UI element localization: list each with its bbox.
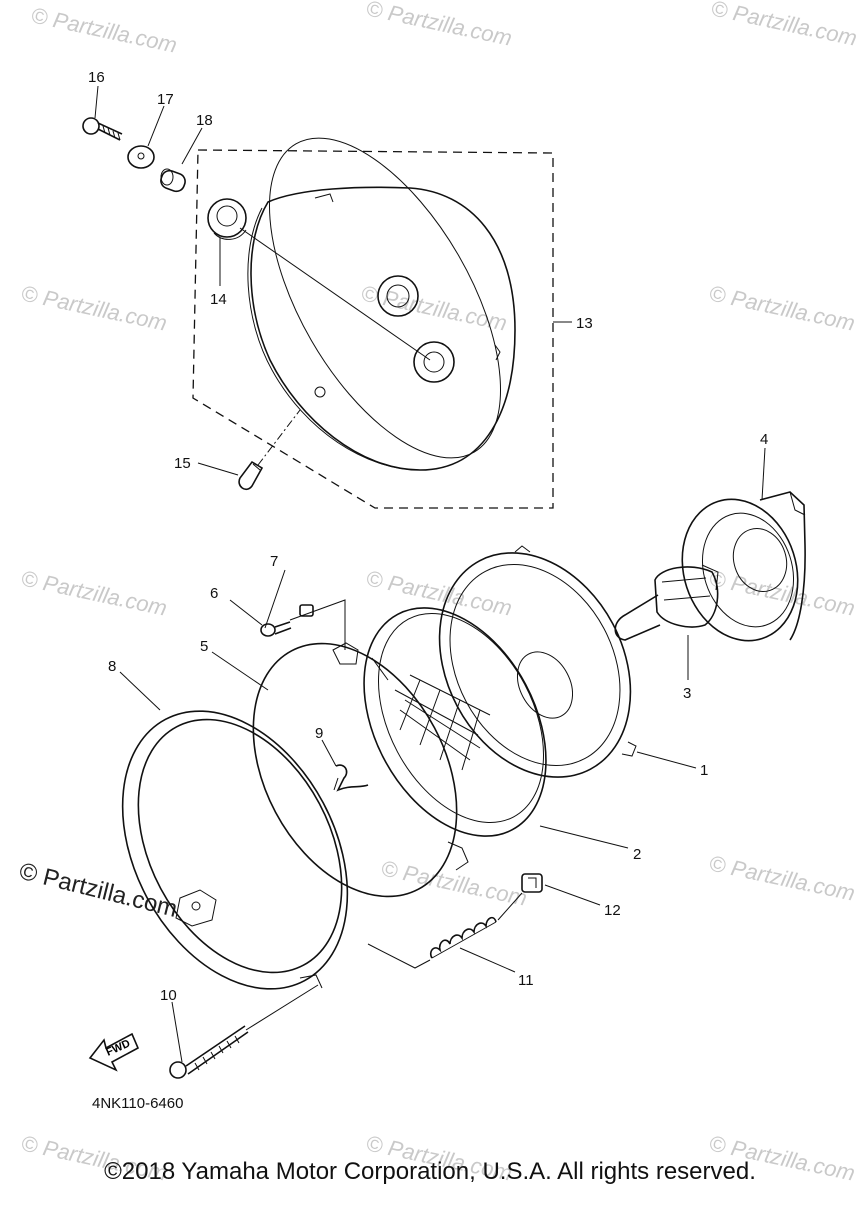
leader-line: [94, 85, 99, 119]
rim-screw[interactable]: [260, 621, 292, 637]
fwd-label: FWD: [104, 1038, 132, 1059]
headlight-bulb[interactable]: [614, 564, 719, 641]
watermark: © Partzilla.com: [364, 0, 514, 51]
washer[interactable]: [127, 145, 155, 169]
leader-line: [181, 127, 203, 165]
leader-line: [321, 739, 337, 767]
callout-10: 10: [160, 987, 177, 1004]
watermark: © Partzilla.com: [19, 565, 169, 620]
screw-small[interactable]: [238, 460, 264, 491]
watermark: © Partzilla.com: [709, 0, 859, 51]
callout-17: 17: [157, 91, 174, 108]
adjusting-screw[interactable]: [169, 1025, 249, 1079]
watermark: © Partzilla.com: [707, 280, 857, 335]
assembly-line: [245, 984, 319, 1031]
leader-line: [264, 569, 286, 629]
callout-16: 16: [88, 69, 105, 86]
callout-7: 7: [270, 553, 278, 570]
screw[interactable]: [82, 117, 123, 141]
leader-line: [119, 671, 161, 711]
forward-arrow-icon: FWD: [88, 1032, 140, 1072]
grommet[interactable]: [207, 198, 247, 240]
watermark: © Partzilla.com: [707, 565, 857, 620]
assembly-boundary: [192, 149, 554, 509]
headlight-body[interactable]: [212, 609, 498, 932]
callout-18: 18: [196, 112, 213, 129]
copyright-notice: ©2018 Yamaha Motor Corporation, U.S.A. A…: [104, 1158, 756, 1185]
assembly-line: [257, 409, 301, 466]
callout-2: 2: [633, 846, 641, 863]
leader-line: [636, 751, 697, 769]
callout-14: 14: [210, 291, 227, 308]
bulb-cover[interactable]: [664, 484, 815, 656]
callout-1: 1: [700, 762, 708, 779]
callout-12: 12: [604, 902, 621, 919]
leader-line: [171, 1001, 183, 1063]
leader-line: [459, 947, 516, 973]
headlight-lens[interactable]: [327, 577, 583, 868]
leader-line: [544, 884, 601, 906]
watermark: © Partzilla.com: [364, 565, 514, 620]
callout-11: 11: [518, 972, 534, 989]
leader-line: [539, 825, 629, 849]
callout-15: 15: [174, 455, 191, 472]
leader-line: [229, 599, 263, 626]
callout-5: 5: [200, 638, 208, 655]
leader-line: [761, 447, 766, 501]
callout-6: 6: [210, 585, 218, 602]
leader-line: [147, 105, 165, 147]
adjusting-spring[interactable]: [429, 916, 497, 959]
leader-line: [211, 651, 269, 691]
spring-nut[interactable]: [521, 873, 543, 893]
callout-13: 13: [576, 315, 593, 332]
headlight-housing[interactable]: [222, 101, 547, 494]
watermark: © Partzilla.com: [707, 850, 857, 905]
assembly-line: [239, 227, 431, 361]
watermark-layer: © Partzilla.com © Partzilla.com © Partzi…: [17, 0, 860, 1186]
headlight-rim[interactable]: [77, 672, 393, 1027]
callout-3: 3: [683, 685, 691, 702]
callout-8: 8: [108, 658, 116, 675]
headlight-reflector[interactable]: [402, 519, 668, 810]
assembly-line: [367, 943, 431, 969]
watermark: © Partzilla.com: [379, 855, 529, 910]
callout-4: 4: [760, 431, 768, 448]
leader-line: [197, 462, 239, 476]
watermark: © Partzilla.com: [29, 2, 179, 57]
collar[interactable]: [159, 168, 188, 193]
callout-9: 9: [315, 725, 323, 742]
assembly-line: [497, 892, 523, 921]
nut[interactable]: [299, 604, 314, 617]
diagram-code: 4NK110-6460: [92, 1095, 183, 1112]
assembly-line: [289, 599, 346, 650]
watermark: © Partzilla.com: [19, 280, 169, 335]
wire-clip[interactable]: [333, 764, 369, 792]
